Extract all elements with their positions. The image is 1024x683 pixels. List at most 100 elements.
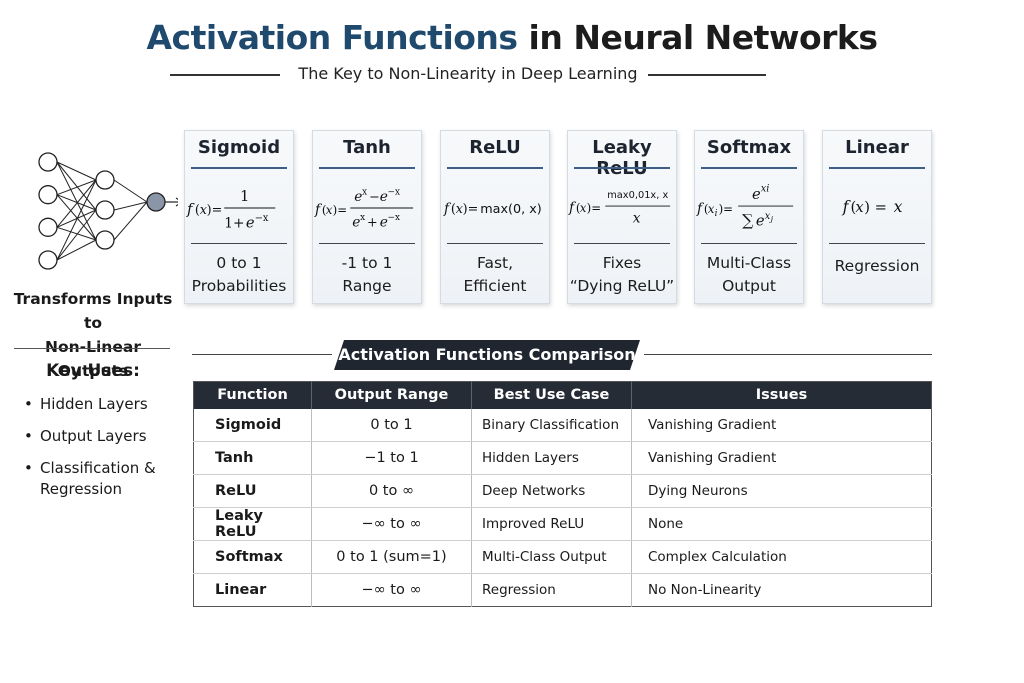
svg-text:e: e: [380, 215, 388, 231]
network-connection: [56, 179, 97, 196]
network-connection: [56, 239, 97, 261]
cell-function: Leaky ReLU: [193, 507, 312, 541]
title-rest: in Neural Networks: [517, 18, 878, 57]
cell-issues: None: [631, 507, 932, 541]
svg-text:f: f: [568, 200, 577, 216]
network-connection: [113, 179, 148, 203]
svg-text:e: e: [354, 189, 362, 205]
cell-output-range: −∞ to ∞: [311, 573, 472, 607]
subtitle-wrap: The Key to Non-Linearity in Deep Learnin…: [170, 64, 766, 83]
svg-text:x: x: [580, 201, 587, 215]
sigmoid-formula: f (x)= 1 1+e−x: [186, 188, 276, 232]
cell-use-case: Regression: [471, 573, 632, 607]
svg-text:x: x: [894, 197, 903, 216]
key-uses-list: Hidden Layers Output Layers Classificati…: [22, 394, 182, 511]
input-neuron: [38, 185, 58, 205]
svg-text:e: e: [756, 213, 765, 230]
svg-text:−x: −x: [255, 213, 269, 224]
card-description: Fixes “Dying ReLU”: [568, 252, 676, 298]
card-desc-line-2: “Dying ReLU”: [569, 277, 675, 295]
cell-function: Softmax: [193, 540, 312, 574]
svg-text:i: i: [715, 209, 718, 219]
svg-text:(: (: [704, 202, 709, 216]
key-use-item: Hidden Layers: [22, 394, 182, 415]
svg-text:−x: −x: [388, 213, 400, 223]
leaky-relu-formula: f (x)= max0,01x, x x: [568, 190, 671, 227]
svg-text:∑: ∑: [742, 211, 753, 230]
card-desc-line-1: 0 to 1: [216, 254, 262, 272]
svg-text:e: e: [752, 186, 761, 203]
table-row: Linear −∞ to ∞ Regression No Non-Lineari…: [193, 573, 932, 607]
subtitle-row: The Key to Non-Linearity in Deep Learnin…: [170, 64, 766, 88]
table-row: Softmax 0 to 1 (sum=1) Multi-Class Outpu…: [193, 540, 932, 574]
subtitle-rule-left: [170, 74, 280, 76]
svg-text:x: x: [765, 211, 771, 222]
table-row: Leaky ReLU −∞ to ∞ Improved ReLU None: [193, 507, 932, 541]
linear-formula: f (x) = x: [842, 197, 903, 216]
svg-text:xi: xi: [761, 183, 770, 194]
network-connection: [56, 209, 97, 228]
card-desc-rule: [319, 243, 415, 244]
card-sigmoid: Sigmoid f (x)= 1 1+e−x 0 to 1 Probabilit…: [184, 130, 294, 304]
column-header: Output Range: [311, 381, 472, 409]
network-connection: [56, 161, 97, 211]
card-desc-line-1: Fixes: [602, 254, 642, 272]
svg-text:f: f: [443, 201, 452, 217]
card-desc-line-2: Range: [342, 277, 392, 295]
card-linear: Linear f (x) = x Regression: [822, 130, 932, 304]
svg-text:(: (: [195, 203, 200, 218]
comparison-rule-right: [644, 354, 932, 355]
cell-issues: Vanishing Gradient: [631, 441, 932, 475]
svg-text:−: −: [369, 190, 380, 205]
svg-text:)=: )=: [719, 202, 733, 216]
card-description: Regression: [823, 255, 931, 278]
cell-use-case: Deep Networks: [471, 474, 632, 508]
card-desc-rule: [447, 243, 543, 244]
page-title: Activation Functions in Neural Networks: [0, 18, 1024, 57]
subtitle-rule-right: [640, 74, 766, 76]
cell-function: Sigmoid: [193, 408, 312, 442]
svg-text:)=: )=: [587, 201, 601, 215]
cell-output-range: 0 to 1 (sum=1): [311, 540, 472, 574]
svg-text:−x: −x: [388, 187, 400, 197]
cell-issues: Complex Calculation: [631, 540, 932, 574]
card-desc-rule: [574, 243, 670, 244]
card-desc-line-2: Efficient: [463, 277, 527, 295]
table-header-row: Function Output Range Best Use Case Issu…: [193, 381, 932, 409]
column-header: Issues: [631, 381, 932, 409]
svg-text:)=: )=: [333, 203, 347, 217]
card-title-rule: [829, 167, 925, 169]
svg-text:x: x: [855, 199, 864, 216]
network-connection: [56, 179, 97, 261]
hidden-neuron: [95, 230, 115, 250]
svg-text:e: e: [380, 189, 388, 205]
network-connection: [113, 201, 148, 241]
hidden-neuron: [95, 170, 115, 190]
output-neuron: [146, 192, 166, 212]
svg-text:x: x: [362, 187, 367, 197]
card-description: Multi-Class Output: [695, 252, 803, 298]
card-desc-line-1: Multi-Class: [706, 254, 792, 272]
table-row: ReLU 0 to ∞ Deep Networks Dying Neurons: [193, 474, 932, 508]
card-title-rule: [447, 167, 543, 169]
svg-text:(: (: [451, 202, 456, 217]
svg-text:)=: )=: [463, 202, 479, 217]
card-title-rule: [701, 167, 797, 169]
svg-text:)=: )=: [207, 203, 223, 218]
svg-text:f: f: [696, 201, 705, 217]
card-desc-line-1: Regression: [834, 257, 920, 275]
input-neuron: [38, 250, 58, 270]
key-use-item: Output Layers: [22, 426, 182, 447]
cell-use-case: Binary Classification: [471, 408, 632, 442]
svg-text:x: x: [326, 203, 333, 217]
card-title: Sigmoid: [197, 137, 281, 158]
card-title: Softmax: [706, 137, 792, 158]
input-neuron: [38, 152, 58, 172]
title-accent: Activation Functions: [146, 18, 519, 57]
svg-text:f: f: [842, 197, 852, 216]
subtitle: The Key to Non-Linearity in Deep Learnin…: [288, 64, 648, 83]
svg-text:j: j: [769, 215, 774, 224]
